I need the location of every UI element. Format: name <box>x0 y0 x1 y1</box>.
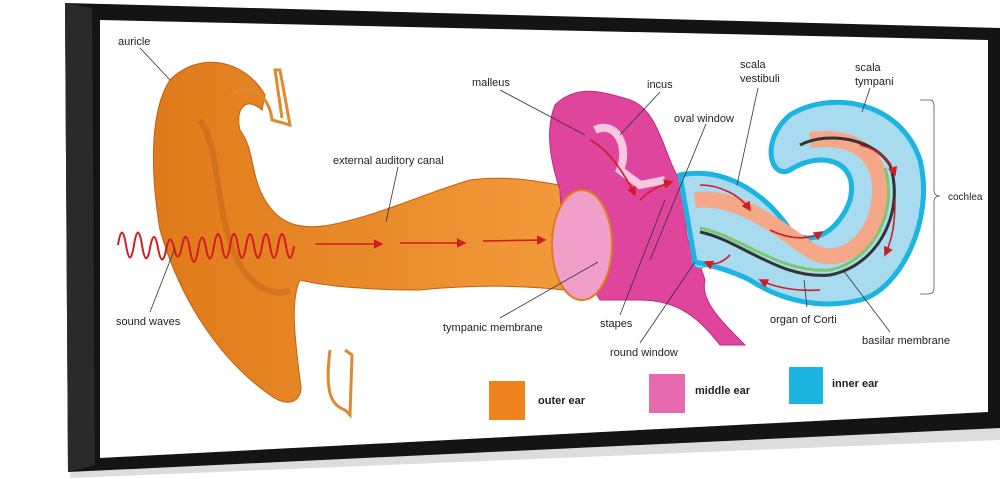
label-basilar-membrane: basilar membrane <box>862 335 950 347</box>
label-scala-tympani-2: tympani <box>855 76 894 88</box>
legend-label-middle-ear: middle ear <box>695 385 751 397</box>
label-oval-window: oval window <box>674 113 734 125</box>
legend-label-inner-ear: inner ear <box>832 378 879 390</box>
outer-ear <box>152 61 566 419</box>
label-external-auditory-canal: external auditory canal <box>333 155 444 167</box>
sound-wave-icon <box>117 231 295 263</box>
frame-side <box>65 3 95 472</box>
label-round-window: round window <box>610 347 678 359</box>
label-scala-vestibuli-2: vestibuli <box>740 73 780 85</box>
label-tympanic-membrane: tympanic membrane <box>443 322 543 334</box>
label-scala-vestibuli-1: scala <box>740 59 767 71</box>
label-scala-tympani-1: scala <box>855 62 882 74</box>
legend-label-outer-ear: outer ear <box>538 395 586 407</box>
legend-swatch-outer-ear <box>489 381 525 420</box>
leader-lines <box>139 47 891 344</box>
legend-swatch-inner-ear <box>789 367 823 404</box>
label-malleus: malleus <box>472 77 510 89</box>
label-organ-of-corti: organ of Corti <box>770 314 837 326</box>
label-stapes: stapes <box>600 318 633 330</box>
label-incus: incus <box>647 79 673 91</box>
legend: outer ear middle ear inner ear <box>489 367 879 420</box>
cochlea-bracket <box>920 99 941 295</box>
legend-swatch-middle-ear <box>649 374 685 413</box>
label-cochlea: cochlea <box>948 192 983 203</box>
label-auricle: auricle <box>118 36 150 48</box>
label-sound-waves: sound waves <box>116 316 181 328</box>
